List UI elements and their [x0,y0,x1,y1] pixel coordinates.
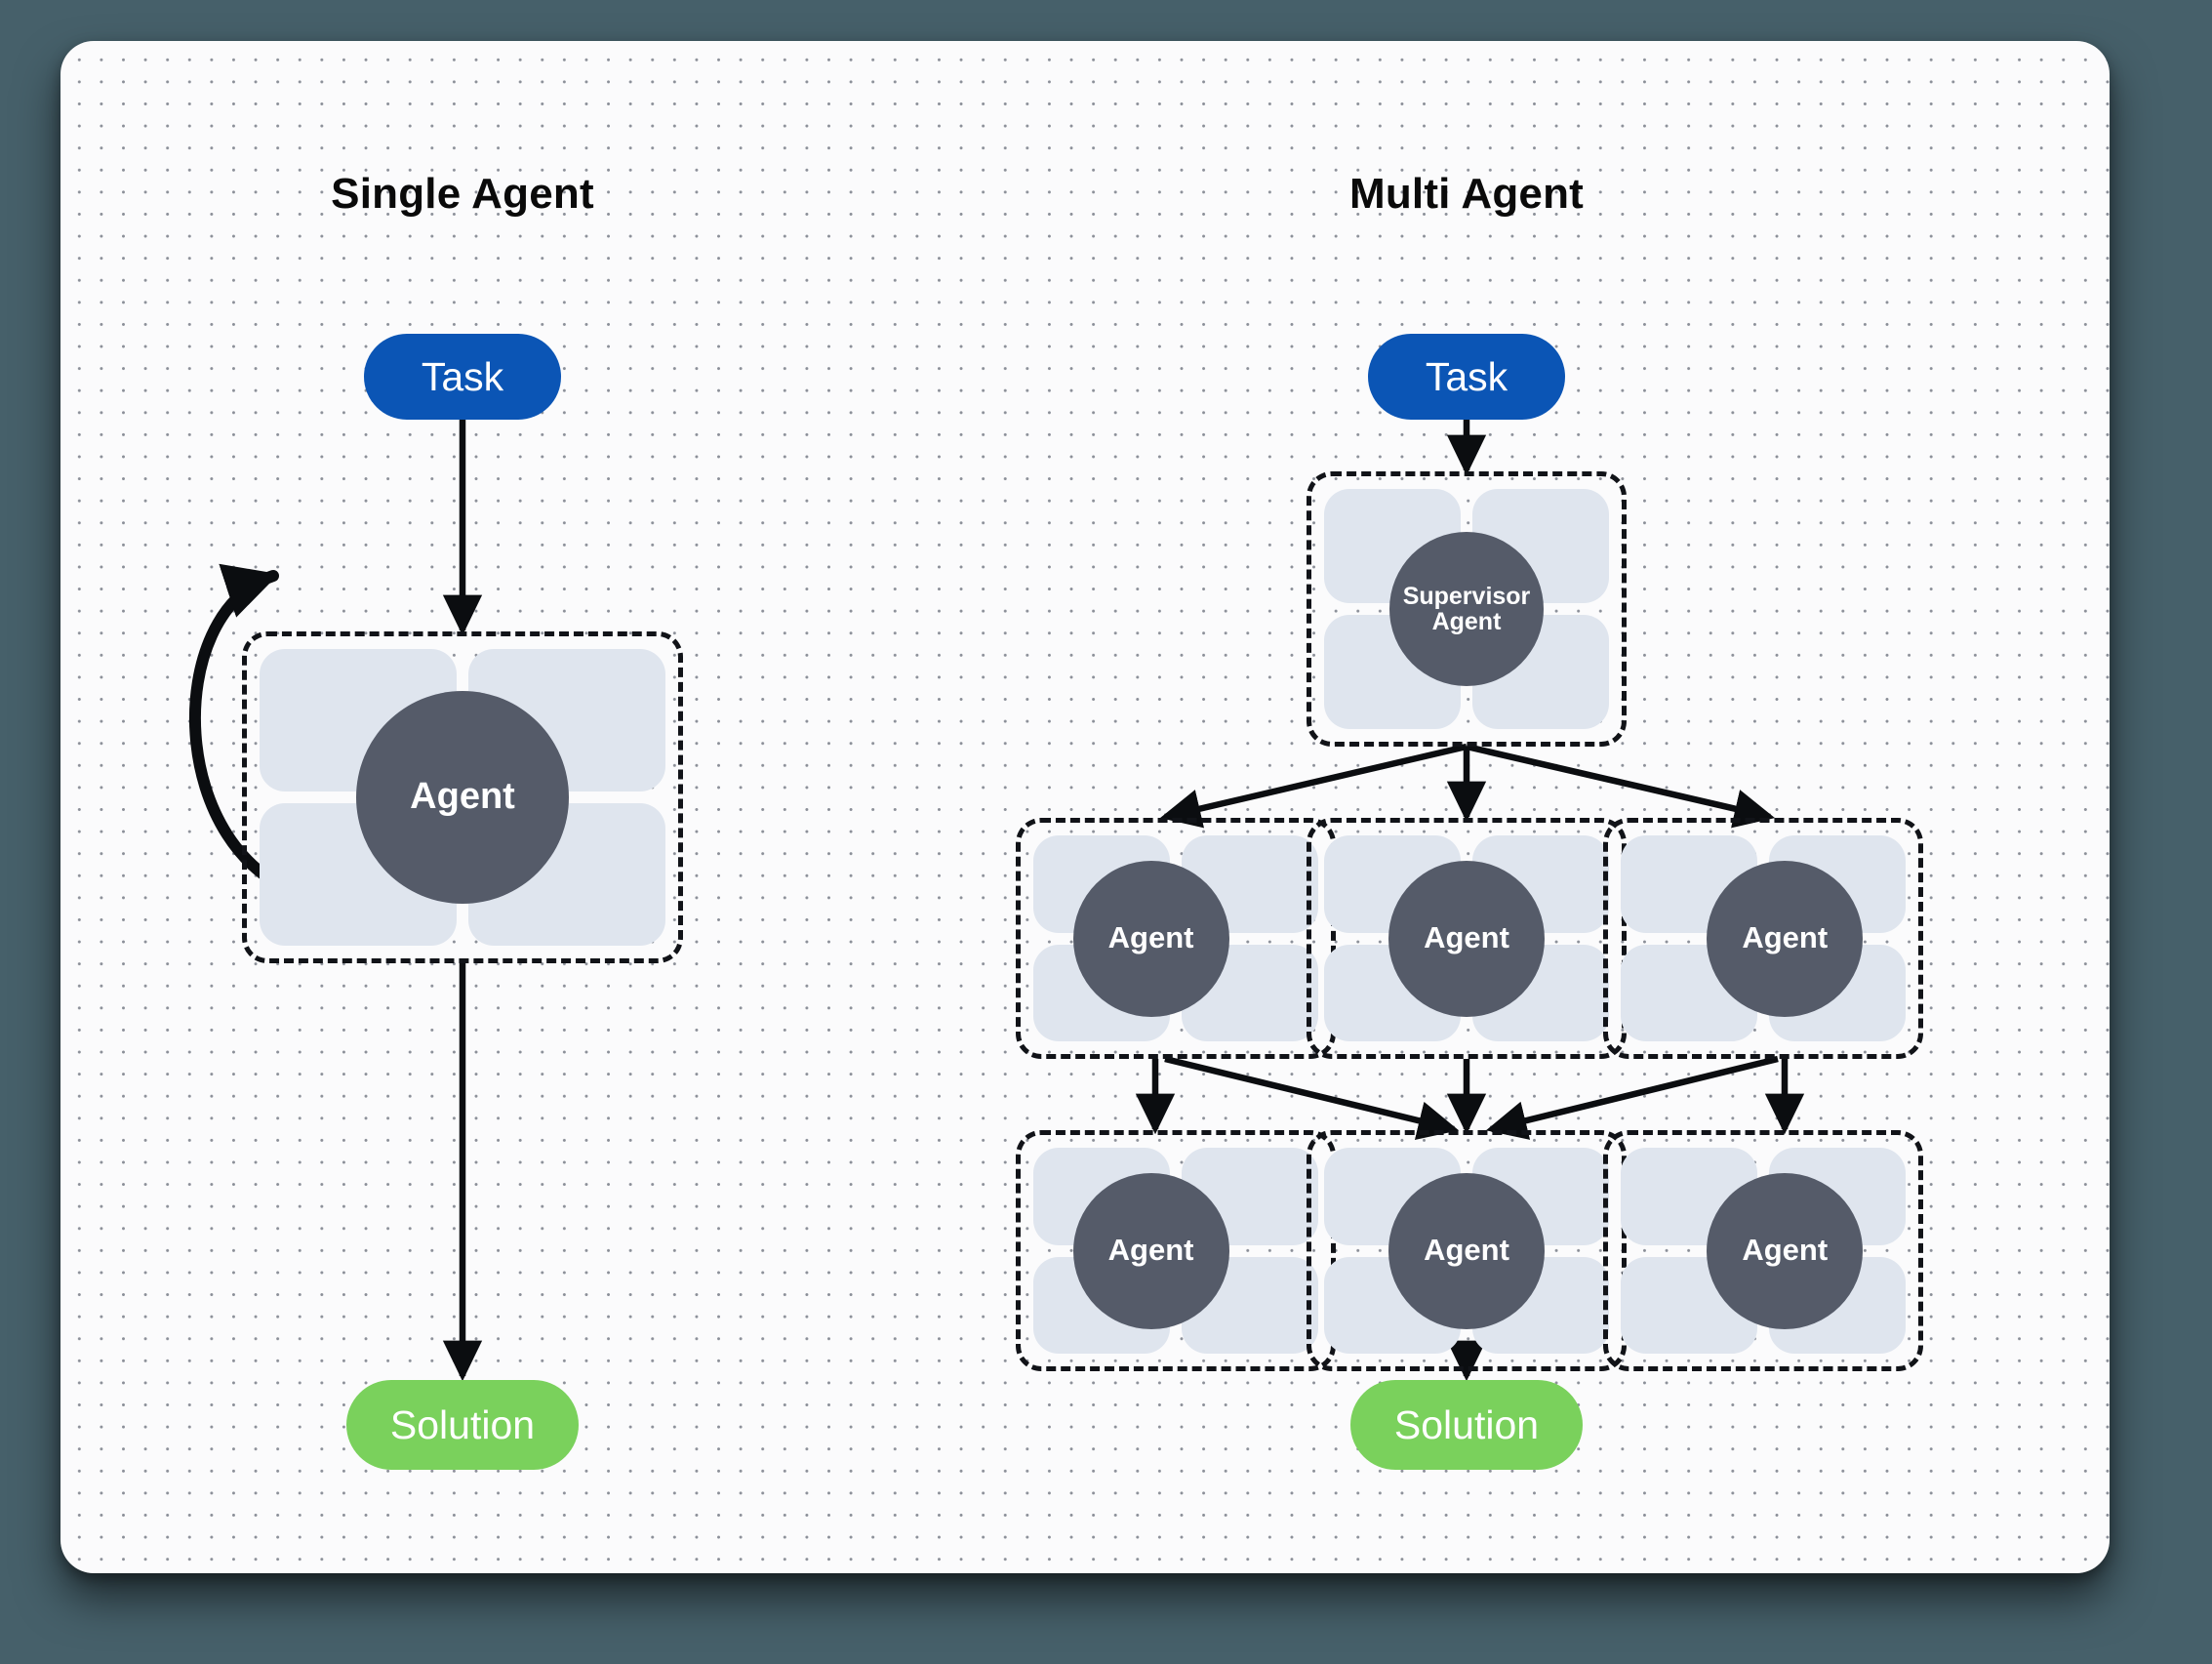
node-agent-cluster-r1c1: Agent [1016,818,1336,1059]
edge-supervisor-to-agent1 [1159,743,1468,829]
node-agent-cluster-r1c2: Agent [1307,818,1627,1059]
node-solution-single-label: Solution [389,1401,536,1447]
panel-title-multi: Multi Agent [1348,170,1585,218]
agent-core-label: Agent [1107,1233,1194,1268]
node-task-single: Task [364,334,561,420]
panel-title-single: Single Agent [331,170,594,218]
agent-core-label: Agent [1742,1233,1829,1268]
agent-core-label: Agent [1424,1233,1509,1268]
agent-core: Agent [1072,860,1229,1017]
agent-core-label: Agent [1742,920,1829,955]
agent-core: Agent [1388,1172,1545,1329]
node-agent-cluster-r2c2: Agent [1307,1130,1627,1371]
supervisor-core: Supervisor Agent [1389,532,1544,686]
agent-core: Agent [356,691,569,904]
node-task-multi: Task [1368,334,1565,420]
node-supervisor-cluster: Supervisor Agent [1307,471,1627,747]
agent-core: Agent [1707,1172,1864,1329]
diagram-canvas: Single Agent Task Agent Solution Multi A… [60,41,2110,1573]
node-solution-multi-label: Solution [1393,1401,1540,1447]
node-agent-cluster-r1c3: Agent [1603,818,1923,1059]
node-agent-cluster-r2c3: Agent [1603,1130,1923,1371]
agent-core-label: Agent [1107,920,1194,955]
edge-agent1-to-agentb2 [1164,1055,1460,1140]
node-solution-single: Solution [346,1380,579,1470]
agent-core: Agent [1388,860,1545,1017]
supervisor-core-label: Supervisor Agent [1402,583,1531,635]
agent-core-label: Agent [410,776,515,818]
edge-agent3-to-agentb2 [1485,1055,1779,1140]
agent-core-label: Agent [1424,920,1509,955]
edge-supervisor-to-agent3 [1466,743,1776,829]
node-task-multi-label: Task [1425,353,1508,399]
node-task-single-label: Task [421,353,504,399]
agent-core: Agent [1707,860,1864,1017]
agent-core: Agent [1072,1172,1229,1329]
node-agent-cluster-r2c1: Agent [1016,1130,1336,1371]
node-agent-cluster-single: Agent [242,631,683,963]
node-solution-multi: Solution [1350,1380,1583,1470]
